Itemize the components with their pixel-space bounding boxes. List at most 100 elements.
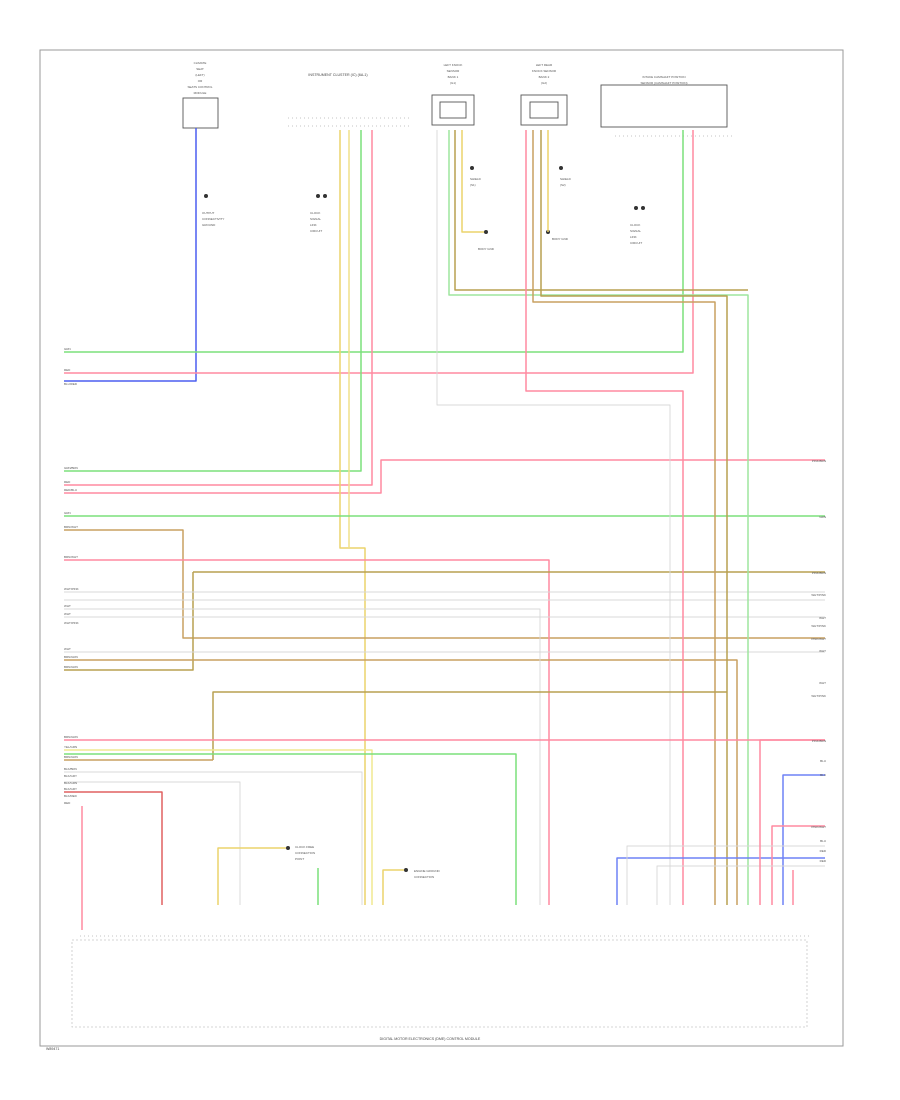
left-g3-3: BRN/WHT xyxy=(64,555,78,559)
cooler-fan-label-4: SEATS CONTROL xyxy=(187,85,212,89)
wire-red-r3 xyxy=(759,739,825,905)
wire-tan-1 xyxy=(64,529,825,639)
right-note-1: SIGNAL xyxy=(630,229,641,233)
wire-red-knock2 xyxy=(525,130,684,905)
mid-note-2: LINK xyxy=(310,223,317,227)
wire-olive-3 xyxy=(64,659,738,905)
left-note-2: GROUND xyxy=(202,223,216,227)
left-g2-2: RED/BLU xyxy=(64,488,77,492)
wire-red-r1 xyxy=(771,825,825,905)
bottom-left-note-0: CLOCK FREE xyxy=(295,845,314,849)
left-g4-0: WHT/PINK xyxy=(64,587,79,591)
right-note-2: LINK xyxy=(630,235,637,239)
mid-note-1: SIGNAL xyxy=(310,217,321,221)
left-g6-8: RED xyxy=(64,801,71,805)
wire-yellow-knock1 xyxy=(461,130,484,233)
right-r3-4: PINK/WHT xyxy=(811,637,826,641)
left-knock-label-1: SENSOR xyxy=(447,69,461,73)
left-g4-1: WHT xyxy=(64,604,71,608)
knock2-shield-0: SHIELD xyxy=(560,177,572,181)
bottom-right-note-0: ENGINE GROUND xyxy=(414,869,441,873)
left-g3-0: GRN xyxy=(64,511,71,515)
left-note-1: CONNECTIVITY xyxy=(202,217,224,221)
right-r1: PINK/BRN xyxy=(812,459,826,463)
wire-red-dark xyxy=(64,791,163,905)
left-g6-4: BLK/GRY xyxy=(64,774,77,778)
right-r3-5: WHT xyxy=(819,649,826,653)
left-note-0: OUTPUT xyxy=(202,211,215,215)
instrument-cluster-connector: INSTRUMENT CLUSTER (IC) (6A-1) xyxy=(288,73,410,127)
cooler-fan-component: CLIMATE SEAT (LEFT) OR SEATS CONTROL MOD… xyxy=(182,61,219,129)
right-r6-1: BLU xyxy=(820,773,826,777)
left-g4-3: WHT/PINK xyxy=(64,621,79,625)
ground-a-label: BODY GND xyxy=(478,247,495,251)
left-wire-labels: GRN RED BLU/RED GRN/BRN RED RED/BLU GRN … xyxy=(64,347,79,805)
right-r7-3: RED xyxy=(820,859,827,863)
wire-green-2 xyxy=(64,130,362,472)
left-g4-2: WHT xyxy=(64,612,71,616)
bottom-right-note-1: CONNECTION xyxy=(414,875,434,879)
knock2-shield-1: (S2) xyxy=(560,183,566,187)
right-r3-0: PINK/BRN xyxy=(812,571,826,575)
left-knock-sensor: LEFT KNOCK SENSOR BANK 1 (G1) xyxy=(431,63,475,126)
left-g6-7: BLK/RED xyxy=(64,794,78,798)
mid-note-0: CLOCK xyxy=(310,211,320,215)
right-knock-label-2: BANK 2 xyxy=(539,75,550,79)
right-r7-0: PINK/WHT xyxy=(811,825,826,829)
cooler-fan-label-3: OR xyxy=(198,79,203,83)
right-r2: GRN xyxy=(819,515,826,519)
right-r7-1: BLU xyxy=(820,839,826,843)
right-r7-2: RED xyxy=(820,849,827,853)
intake-camshaft-label-0: INTAKE CAMSHAFT POSITION xyxy=(642,75,685,79)
mid-note-3: CIRCUIT xyxy=(310,229,322,233)
right-r5: PINK/BRN xyxy=(812,739,826,743)
left-g1-1: RED xyxy=(64,368,71,372)
left-g5-2: BRN/GRN xyxy=(64,665,78,669)
right-r4-1: WHT/PINK xyxy=(811,694,826,698)
left-g6-5: BLK/GRN xyxy=(64,781,77,785)
right-r3-3: WHT/PINK xyxy=(811,624,826,628)
wires xyxy=(64,128,825,930)
right-wire-labels: PINK/BRN GRN PINK/BRN WHT/PINK WHT WHT/P… xyxy=(811,459,826,863)
wire-green-knock1 xyxy=(448,130,749,905)
wire-yellow-2 xyxy=(64,749,373,905)
wire-red-3 xyxy=(64,459,825,494)
left-g2-1: RED xyxy=(64,480,71,484)
ecm-label: DIGITAL MOTOR ELECTRONICS (DME) CONTROL … xyxy=(380,1037,481,1041)
wire-olive-knock1 xyxy=(454,130,748,291)
right-r3-1: WHT/PINK xyxy=(811,593,826,597)
diagram-border xyxy=(39,49,844,1047)
ecm-component: DIGITAL MOTOR ELECTRONICS (DME) CONTROL … xyxy=(71,935,810,1041)
wire-red-4 xyxy=(64,559,550,905)
cooler-fan-label-0: CLIMATE xyxy=(194,61,207,65)
left-g6-0: BRN/GRN xyxy=(64,735,78,739)
bottom-left-note-1: CONNECTION xyxy=(295,851,315,855)
left-knock-label-0: LEFT KNOCK xyxy=(444,63,463,67)
wire-green-4 xyxy=(64,753,517,905)
right-r3-2: WHT xyxy=(819,616,826,620)
right-r6-0: BLU xyxy=(820,759,826,763)
wire-yellow-4 xyxy=(382,869,404,905)
wire-gray-r2 xyxy=(656,865,825,905)
right-note-3: CIRCUIT xyxy=(630,241,642,245)
left-knock-label-2: BANK 1 xyxy=(448,75,459,79)
intake-camshaft-sensor: INTAKE CAMSHAFT POSITION SENSOR (CAMSHAF… xyxy=(600,75,735,137)
wire-blue-r1 xyxy=(782,774,825,905)
right-note-0: CLOCK xyxy=(630,223,640,227)
knock1-shield-1: (S1) xyxy=(470,183,476,187)
wire-yellow-3 xyxy=(217,847,286,905)
intake-camshaft-label-1: SENSOR (CAMSHAFT POSITION) xyxy=(640,81,687,85)
wire-yellow-ic xyxy=(339,130,366,905)
left-g6-3: BLK/BRN xyxy=(64,767,77,771)
cooler-fan-label-1: SEAT xyxy=(196,67,204,71)
left-g6-6: BLK/GRY xyxy=(64,787,77,791)
cooler-fan-label-2: (LEFT) xyxy=(195,73,204,77)
right-knock-sensor: LEFT REAR KNOCK SENSOR BANK 2 (G2) xyxy=(520,63,568,126)
ground-b-label: BODY GND xyxy=(552,237,569,241)
wire-gray-7 xyxy=(64,781,241,905)
wire-gray-r1 xyxy=(626,845,825,905)
right-knock-label-3: (G2) xyxy=(541,81,547,85)
wire-tan-knock2 xyxy=(532,130,716,905)
knock1-shield-0: SHIELD xyxy=(470,177,482,181)
